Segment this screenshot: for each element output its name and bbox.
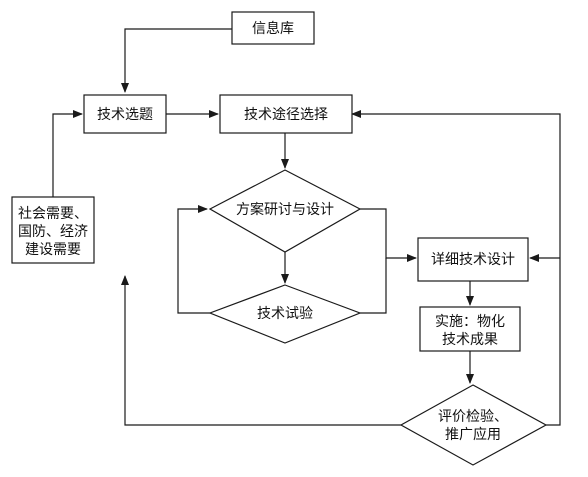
node-social-needs: 社会需要、 国防、经济 建设需要	[11, 196, 95, 264]
social-needs-line-1: 社会需要、	[18, 206, 88, 222]
info-library-label: 信息库	[252, 20, 294, 37]
edge-eval-left-feedback	[121, 275, 401, 426]
tech-path-label: 技术途径选择	[244, 106, 328, 123]
plan-design-label: 方案研讨与设计	[236, 201, 334, 218]
node-tech-topic: 技术选题	[83, 94, 167, 134]
evaluation-line-2: 推广应用	[445, 426, 501, 443]
edge-plan-to-detail	[360, 208, 417, 262]
implementation-line-2: 技术成果	[442, 332, 498, 348]
tech-topic-label: 技术选题	[97, 107, 153, 123]
node-tech-test: 技术试验	[208, 284, 362, 344]
node-tech-path: 技术途径选择	[219, 94, 353, 134]
node-evaluation: 评价检验、 推广应用	[399, 384, 548, 466]
node-implementation: 实施：物化 技术成果	[419, 306, 521, 352]
tech-test-label: 技术试验	[257, 306, 313, 322]
detailed-design-label: 详细技术设计	[431, 252, 515, 268]
node-detailed-design: 详细技术设计	[417, 237, 529, 282]
edge-info-to-topic	[121, 28, 232, 93]
connectors	[52, 28, 561, 426]
social-needs-line-3: 建设需要	[25, 242, 81, 258]
node-info-library: 信息库	[231, 11, 315, 45]
edge-eval-to-path	[351, 110, 561, 426]
evaluation-line-1: 评价检验、	[438, 409, 508, 425]
edge-needs-to-topic	[52, 110, 83, 197]
edge-test-to-detail	[360, 258, 387, 314]
implementation-line-1: 实施：物化	[435, 314, 505, 330]
social-needs-line-2: 国防、经济	[18, 224, 88, 240]
node-plan-design: 方案研讨与设计	[208, 169, 362, 253]
edge-test-loop-back	[177, 205, 210, 314]
